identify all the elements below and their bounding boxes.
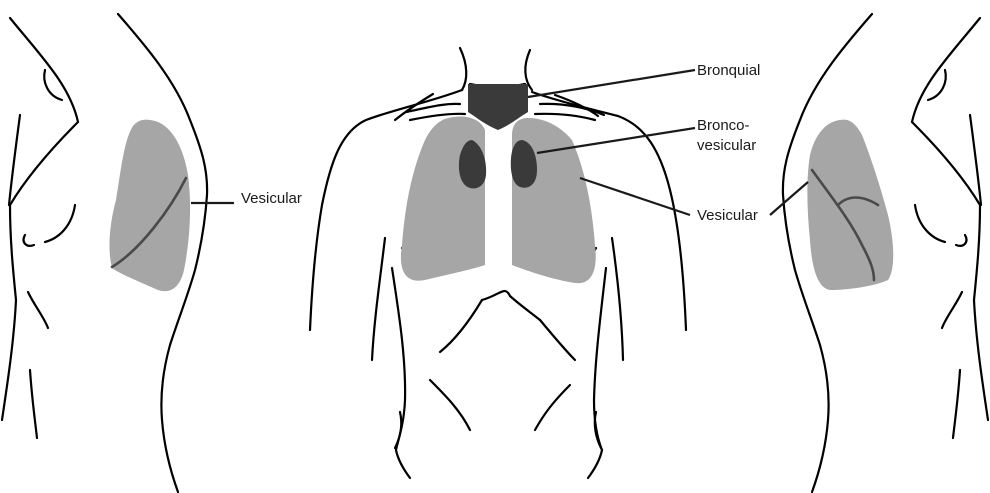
- label-bronquial: Bronquial: [697, 62, 760, 79]
- label-front-vesicular: Vesicular: [697, 207, 758, 224]
- left-lateral-lung-zone: [109, 120, 190, 292]
- leader-front-vesicular: [580, 178, 690, 215]
- leader-bronquial: [528, 70, 695, 97]
- label-bronco-line2: vesicular: [697, 137, 756, 154]
- left-lateral-view: [2, 14, 207, 492]
- leader-right-vesicular: [770, 182, 808, 215]
- right-lateral-view: [783, 14, 988, 492]
- front-view: [310, 48, 686, 478]
- label-bronco-line1: Bronco-: [697, 117, 750, 134]
- label-left-vesicular: Vesicular: [241, 190, 302, 207]
- right-lateral-lung-zone: [807, 120, 893, 290]
